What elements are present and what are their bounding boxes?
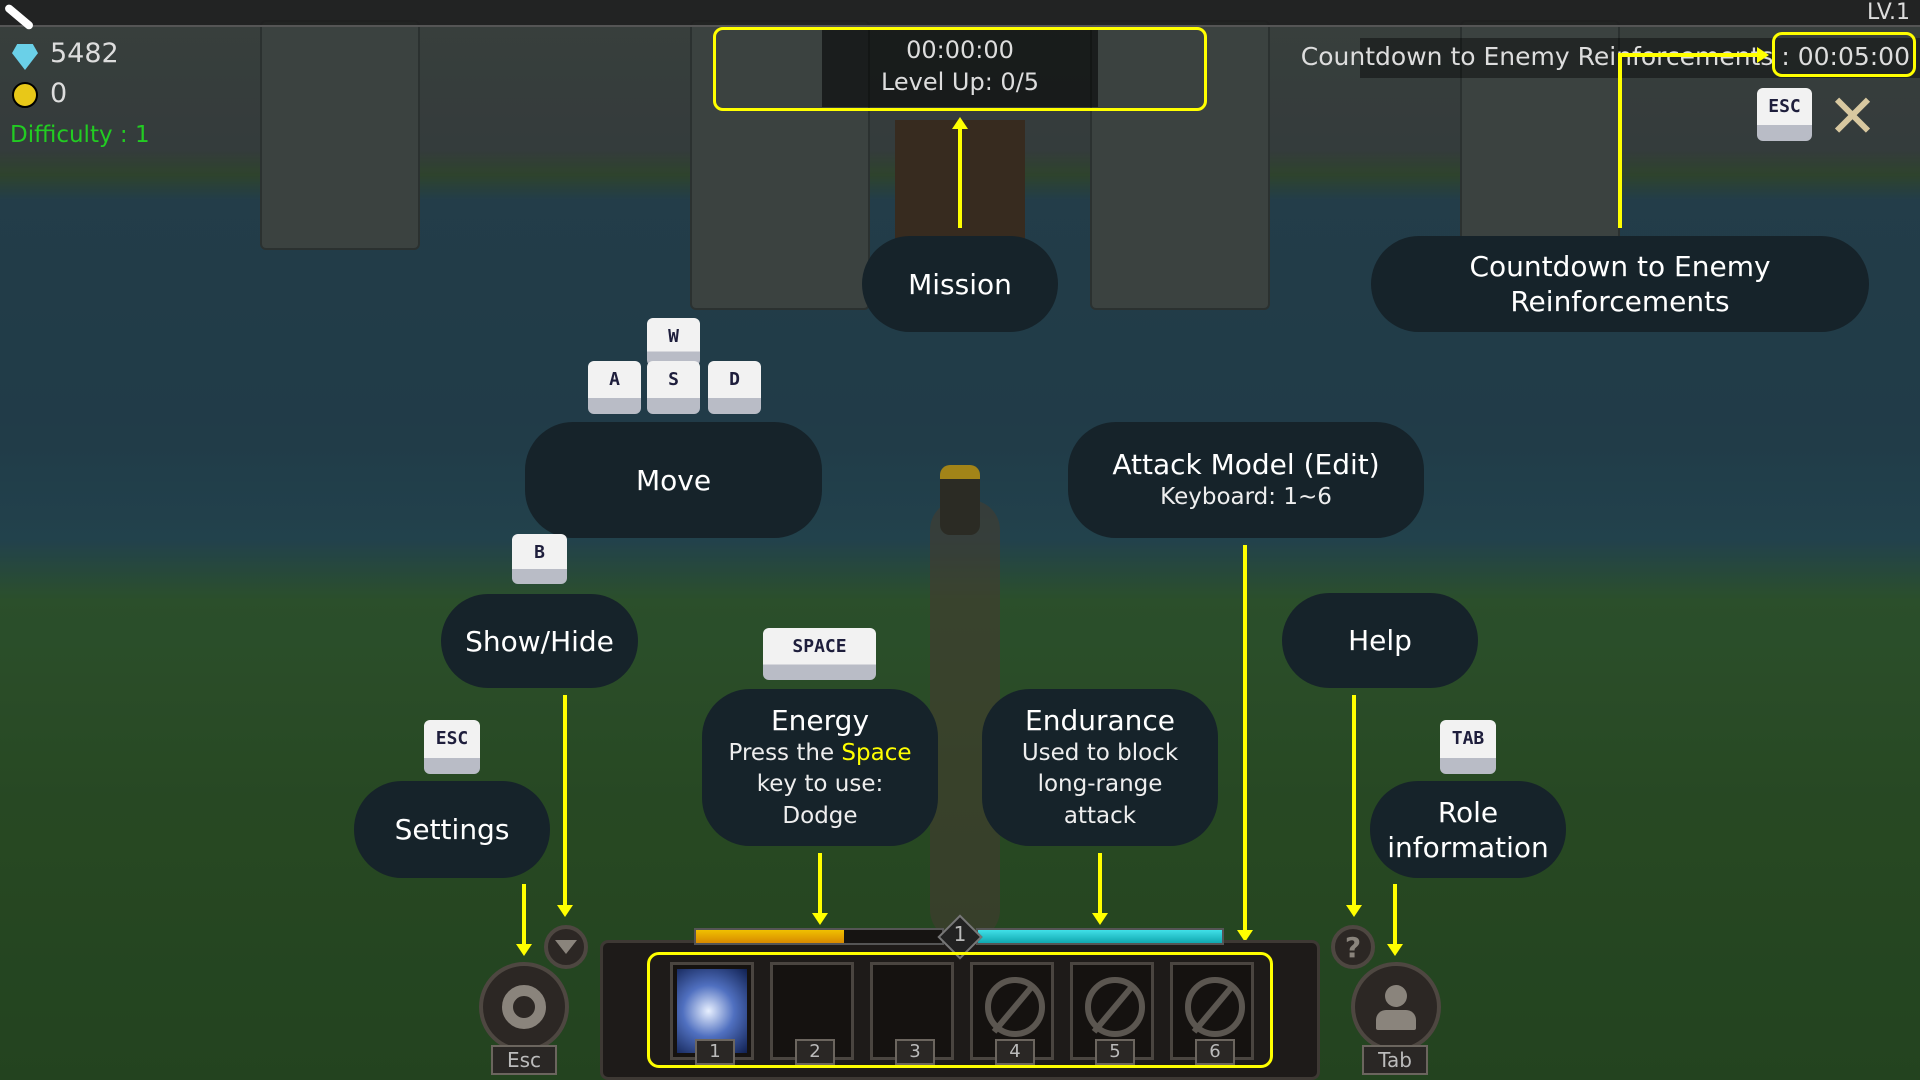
locked-icon: [1085, 977, 1145, 1037]
skill-slot-5[interactable]: 5: [1070, 962, 1154, 1065]
gear-icon: [502, 985, 546, 1029]
slot-number: 4: [995, 1039, 1035, 1065]
d-key-icon: D: [708, 361, 761, 414]
mission-timer: 00:00:00: [906, 36, 1014, 64]
role-info-text: Role information: [1387, 795, 1549, 864]
gold-count: 0: [50, 78, 68, 109]
energy-sub-2: key to use:: [756, 771, 884, 798]
locked-icon: [985, 977, 1045, 1037]
skill-slot-6[interactable]: 6: [1170, 962, 1254, 1065]
role-info-button[interactable]: [1351, 962, 1441, 1052]
level-badge-text: 1: [953, 922, 967, 946]
skill-slot-2[interactable]: 2: [770, 962, 854, 1065]
slot-number: 1: [695, 1039, 735, 1065]
tab-key-icon: TAB: [1440, 720, 1496, 774]
show-hide-text: Show/Hide: [465, 624, 614, 658]
gem-count: 5482: [50, 38, 119, 69]
attack-model-callout: Attack Model (Edit)Keyboard: 1~6: [1068, 422, 1424, 538]
level-up-progress: Level Up: 0/5: [880, 68, 1040, 96]
settings-button[interactable]: [479, 962, 569, 1052]
energy-bar: [694, 928, 944, 945]
top-bar: [0, 0, 1920, 27]
chevron-down-icon: [555, 940, 577, 954]
endurance-sub-1: Used to block: [1021, 740, 1179, 767]
person-icon: [1385, 984, 1407, 1007]
close-button[interactable]: ✕: [1827, 82, 1878, 152]
esc-key-icon-settings: ESC: [424, 720, 480, 774]
move-callout: Move: [525, 422, 822, 538]
energy-title: Energy: [770, 704, 870, 738]
skill-slots-highlight: [647, 952, 1273, 1068]
help-text: Help: [1348, 624, 1412, 657]
endurance-bar: [976, 928, 1224, 945]
move-callout-text: Move: [635, 463, 712, 497]
b-key-icon: B: [512, 534, 567, 584]
show-hide-callout: Show/Hide: [441, 594, 638, 688]
help-button[interactable]: ?: [1331, 925, 1375, 969]
energy-sub-3: Dodge: [782, 802, 858, 829]
w-key-icon: W: [647, 318, 700, 366]
endurance-sub-2: long-range: [1037, 771, 1163, 798]
mission-callout-text: Mission: [908, 267, 1012, 301]
level-indicator: LV.1: [1866, 0, 1910, 25]
mission-highlight: [713, 27, 1207, 111]
locked-icon: [1185, 977, 1245, 1037]
player-character: [940, 465, 980, 535]
endurance-sub-3: attack: [1063, 802, 1137, 829]
mission-panel: [822, 27, 1098, 107]
attack-model-title: Attack Model (Edit): [1112, 447, 1380, 481]
settings-key-label: Esc: [491, 1045, 557, 1075]
a-key-icon: A: [588, 361, 641, 414]
space-key-icon: SPACE: [763, 628, 876, 680]
slot-number: 2: [795, 1039, 835, 1065]
countdown-callout: Countdown to Enemy Reinforcements: [1371, 236, 1869, 332]
role-key-label: Tab: [1362, 1045, 1428, 1075]
slot-number: 3: [895, 1039, 935, 1065]
skill-slot-4[interactable]: 4: [970, 962, 1054, 1065]
settings-callout: Settings: [354, 781, 550, 878]
attack-model-sub: Keyboard: 1~6: [1160, 483, 1332, 510]
help-callout: Help: [1282, 593, 1478, 688]
endurance-title: Endurance: [1025, 704, 1175, 738]
toggle-hud-button[interactable]: [544, 925, 588, 969]
slot-number: 6: [1195, 1039, 1235, 1065]
countdown-value: : 00:05:00: [1773, 42, 1910, 71]
mission-callout: Mission: [862, 236, 1058, 332]
question-icon: ?: [1344, 930, 1362, 964]
settings-text: Settings: [394, 813, 510, 846]
countdown-callout-text: Countdown to Enemy Reinforcements: [1469, 250, 1771, 318]
role-info-callout: Role information: [1370, 781, 1566, 878]
skill-slot-3[interactable]: 3: [870, 962, 954, 1065]
energy-space-word: Space: [841, 740, 912, 767]
s-key-icon: S: [647, 361, 700, 414]
skill-slot-1[interactable]: 1: [670, 962, 754, 1065]
difficulty-label: Difficulty : 1: [10, 122, 150, 148]
slot-number: 5: [1095, 1039, 1135, 1065]
esc-key-icon: ESC: [1757, 88, 1812, 141]
countdown-highlight: [1772, 32, 1916, 77]
energy-sub-1: Press the: [728, 740, 842, 767]
coin-icon: [12, 82, 38, 108]
